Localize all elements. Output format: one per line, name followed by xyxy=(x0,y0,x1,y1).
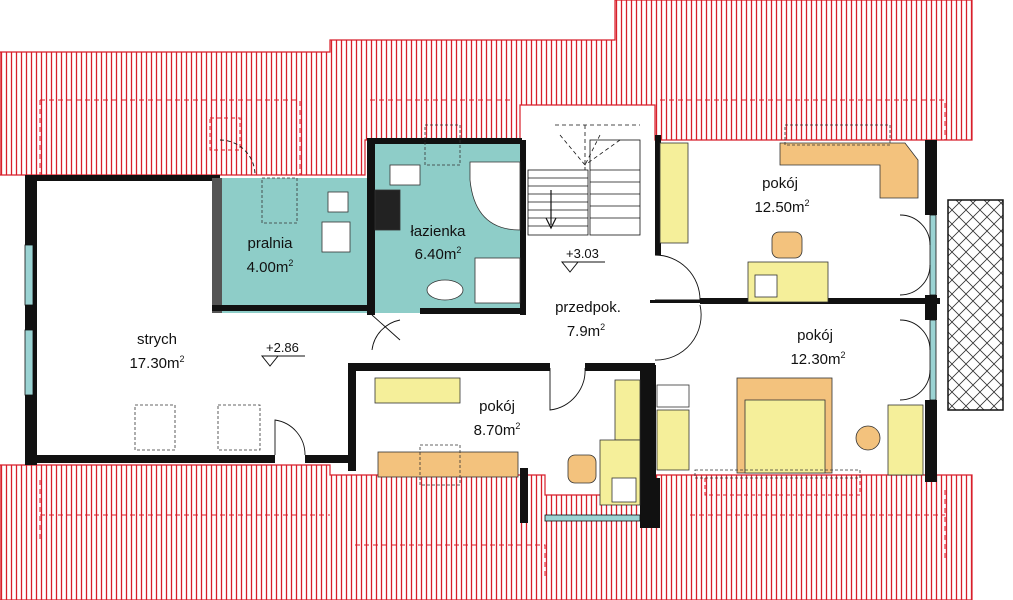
room-name-lazienka: łazienka xyxy=(410,223,466,240)
stair-arrow-icon xyxy=(545,190,557,230)
wall-room3-left xyxy=(348,363,356,471)
level-hall: +3.03 xyxy=(566,246,599,261)
wall-pralnia-bottom xyxy=(212,305,372,311)
roof-eave-lines xyxy=(39,99,946,580)
wall-right-mid xyxy=(925,295,937,320)
wall-strych-bottom xyxy=(25,455,275,463)
level-markers: +2.86 +3.03 xyxy=(260,246,605,367)
window-room3 xyxy=(544,514,641,522)
door-swing-icon xyxy=(274,419,306,456)
wall-rooms-h-2 xyxy=(650,300,700,303)
level-attic: +2.86 xyxy=(266,340,299,355)
wall-room3-right-b xyxy=(640,478,660,528)
room-name-pokoj-1: pokój xyxy=(762,175,798,192)
level-marker-icon xyxy=(260,355,280,367)
wall-strych-left xyxy=(25,175,37,465)
room-area-pokoj-1: 12.50m2 xyxy=(754,198,809,216)
wall-bath-right xyxy=(520,140,526,315)
wall-strych-top xyxy=(25,175,220,181)
wall-strych-bottom-2 xyxy=(305,455,350,463)
wall-room3-bottom xyxy=(520,468,528,523)
wall-bath-left xyxy=(367,140,375,315)
room-area-pralnia: 4.00m2 xyxy=(247,258,294,276)
room-area-przedpok: 7.9m2 xyxy=(567,322,605,340)
wall-room3-right xyxy=(640,363,648,483)
window-room1 xyxy=(929,214,937,296)
skylight-bottom-right xyxy=(704,474,861,496)
room-labels: strych 17.30m2 pralnia 4.00m2 łazienka 6… xyxy=(129,175,845,439)
windows xyxy=(24,214,937,522)
wall-bath-bottom xyxy=(420,308,525,314)
window-strych-2 xyxy=(24,329,34,396)
wall-bedroom-left xyxy=(648,365,656,480)
room-area-lazienka: 6.40m2 xyxy=(415,245,462,263)
wall-bath-top xyxy=(367,138,522,144)
room-name-strych: strych xyxy=(137,331,177,348)
furniture xyxy=(134,124,924,506)
room-name-przedpok: przedpok. xyxy=(555,299,621,316)
room-area-strych: 17.30m2 xyxy=(129,354,184,372)
wall-hall-bottom-2 xyxy=(585,363,655,371)
balcony xyxy=(947,199,1004,411)
room-name-pralnia: pralnia xyxy=(247,235,293,252)
wall-rooms-divider xyxy=(655,135,661,255)
roof-bottom-left xyxy=(0,464,973,600)
wall-hall-bottom xyxy=(350,363,550,371)
window-room2 xyxy=(929,319,937,401)
room-name-pokoj-3: pokój xyxy=(479,398,515,415)
staircase xyxy=(527,124,641,236)
wall-pralnia-left xyxy=(212,178,222,313)
wall-right-bottom xyxy=(925,400,937,482)
room-name-pokoj-2: pokój xyxy=(797,327,833,344)
roof-areas xyxy=(0,0,973,600)
wall-right-top xyxy=(925,140,937,215)
window-strych-1 xyxy=(24,244,34,306)
room-area-pokoj-3: 8.70m2 xyxy=(474,421,521,439)
room-area-pokoj-2: 12.30m2 xyxy=(790,350,845,368)
doors xyxy=(219,139,931,456)
